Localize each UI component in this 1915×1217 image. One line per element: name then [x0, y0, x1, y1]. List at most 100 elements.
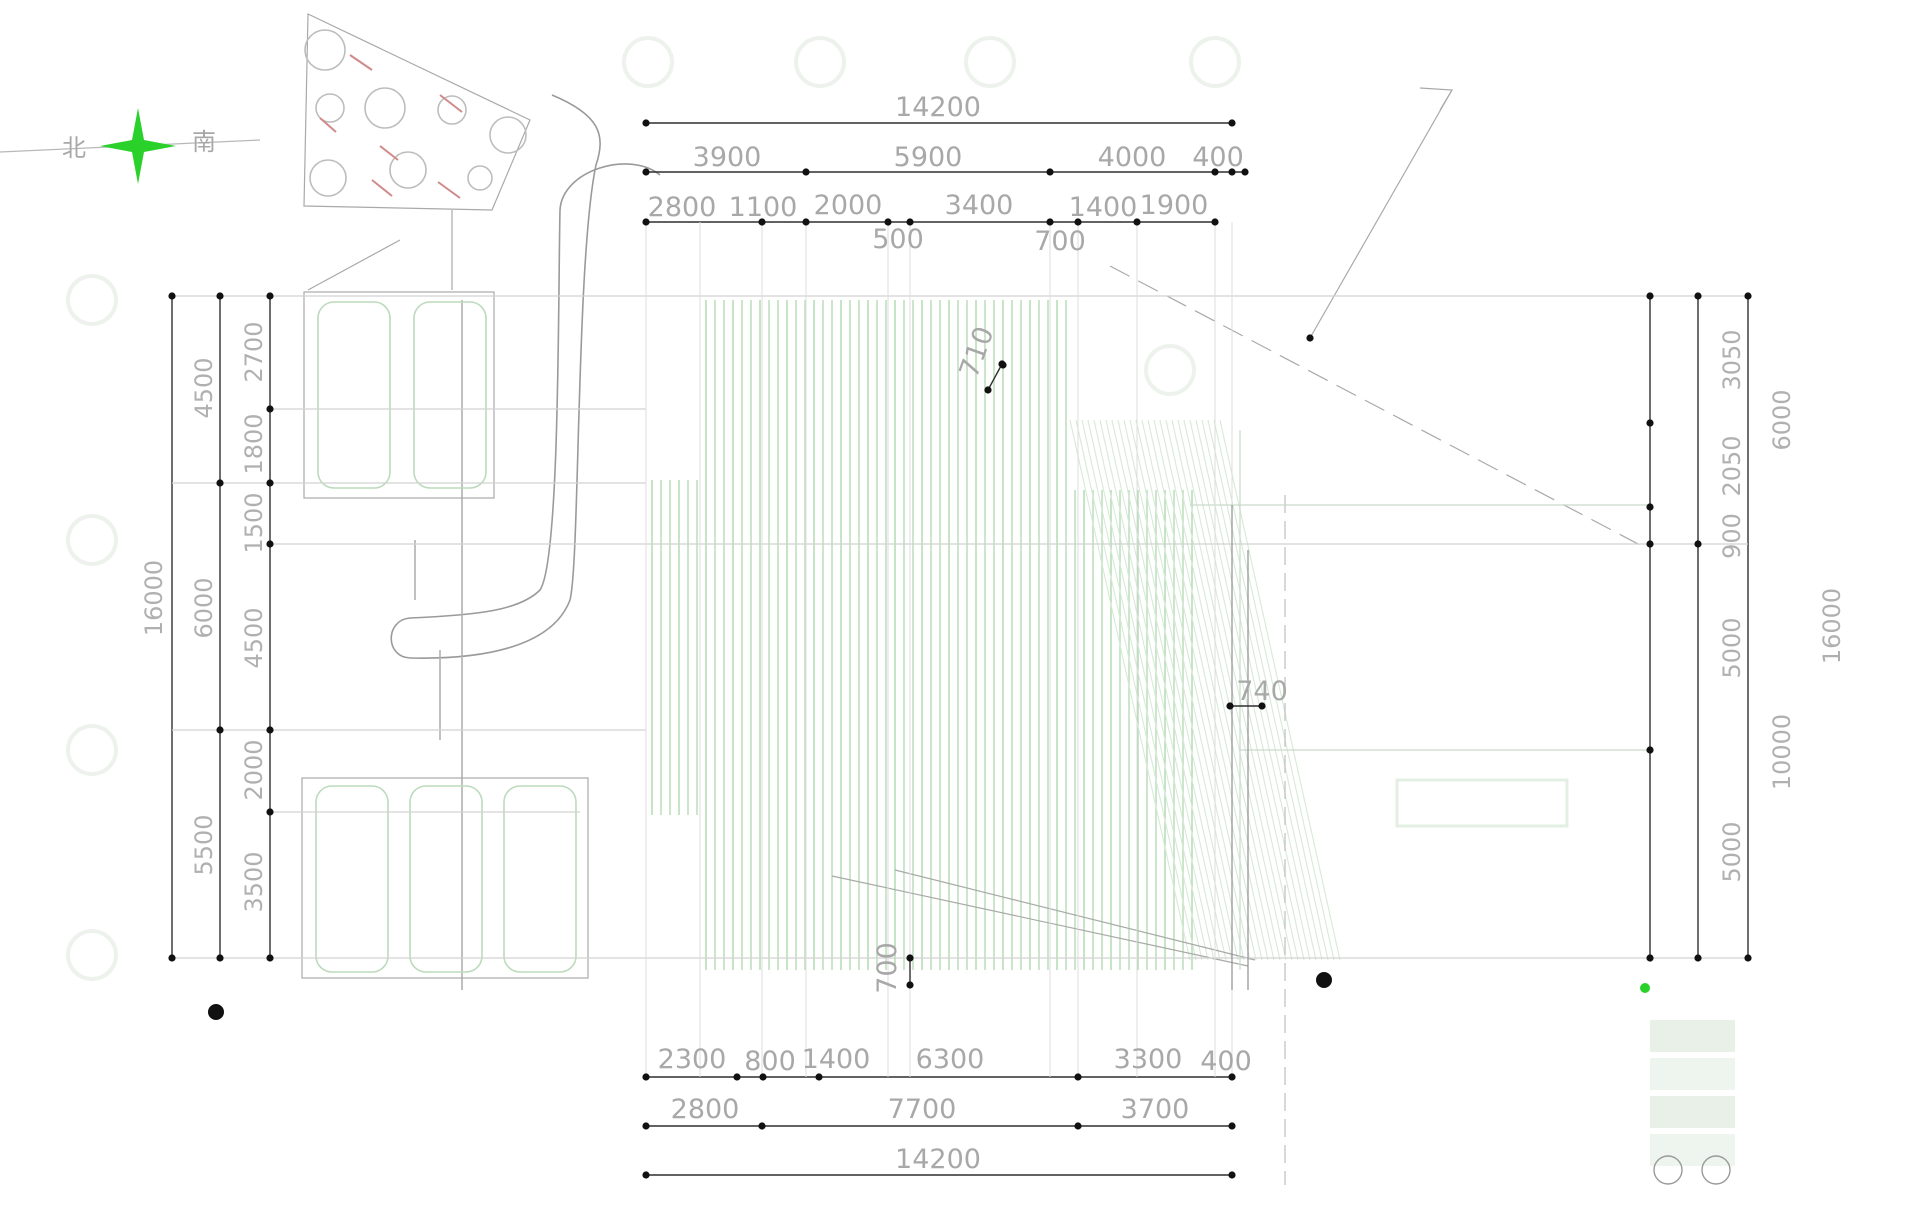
dimension-line [987, 363, 1003, 391]
top-dim-4: 400 [1192, 142, 1244, 173]
dimension-tick [266, 479, 274, 487]
bottom-dim-2: 800 [744, 1046, 796, 1077]
dimension-tick [266, 540, 274, 548]
dimension-tick [984, 386, 992, 394]
grid-axis-bubbles [66, 36, 1241, 981]
left-subdim-3: 1500 [240, 492, 268, 553]
left-subdim-6: 3500 [240, 851, 268, 912]
right-subdim-5: 5000 [1718, 821, 1746, 882]
interior-dim-700: 700 [872, 942, 903, 994]
left-subdim-1: 2700 [240, 321, 268, 382]
top-subdim-3: 2000 [814, 190, 883, 221]
dimension-tick [1228, 168, 1236, 176]
right-subdim-2: 2050 [1718, 435, 1746, 496]
hatch-diagonal-line [1117, 419, 1239, 961]
svg-text:南: 南 [192, 128, 216, 156]
dimension-tick [1258, 702, 1266, 710]
hatch-diagonal-line [1087, 419, 1209, 961]
dimension-tick [815, 1073, 823, 1081]
bottom-dim-6: 400 [1200, 1046, 1252, 1077]
left-subdim-5: 2000 [240, 739, 268, 800]
svg-text:北: 北 [62, 134, 86, 162]
hatch-diagonal-line [1105, 419, 1227, 961]
top-subdim-1: 2800 [648, 192, 717, 223]
bottom-dim-4: 6300 [916, 1044, 985, 1075]
right-subdim-3: 900 [1718, 513, 1746, 559]
dimension-tick [642, 218, 650, 226]
right-dim-2: 10000 [1768, 714, 1796, 790]
dimension-tick [1744, 954, 1752, 962]
dimension-tick [906, 954, 914, 962]
left-dim-3: 5500 [190, 814, 218, 875]
building-hatch-zone [651, 300, 1341, 970]
bottom-dimensions: 2300 800 1400 6300 3300 400 2800 7700 37… [658, 1044, 1252, 1175]
dimension-tick [1228, 119, 1236, 127]
left-overall-dim: 16000 [140, 560, 168, 636]
dimension-tick [216, 292, 224, 300]
dimension-tick [1133, 218, 1141, 226]
dimension-tick [1744, 292, 1752, 300]
dimension-tick [1211, 168, 1219, 176]
right-dimensions: 3050 2050 900 5000 5000 6000 10000 16000 [1718, 329, 1846, 882]
hatch-diagonal-line [1177, 419, 1299, 961]
top-subdim-5: 1400 [1069, 192, 1138, 223]
section-lines [831, 87, 1650, 1185]
dimension-tick [1228, 1171, 1236, 1179]
dimension-dots [168, 119, 1752, 1179]
right-overall-dim: 16000 [1818, 588, 1846, 664]
hatch-diagonal-line [1195, 419, 1317, 961]
top-detail-dim-2: 700 [1034, 226, 1086, 257]
dimension-tick [759, 1073, 767, 1081]
dimension-tick [906, 981, 914, 989]
right-dim-1: 6000 [1768, 389, 1796, 450]
bottom-dim-3: 1400 [802, 1044, 871, 1075]
dimension-tick [1646, 746, 1654, 754]
hatch-diagonal-line [1129, 419, 1251, 961]
dimension-tick [884, 218, 892, 226]
dimension-tick [1211, 218, 1219, 226]
dimension-tick [1241, 168, 1249, 176]
dimension-tick [802, 218, 810, 226]
hatch-diagonal-line [1183, 419, 1305, 961]
dimension-tick [1646, 419, 1654, 427]
hatch-diagonal-line [1093, 419, 1215, 961]
top-subdim-2: 1100 [729, 192, 798, 223]
dimension-tick [216, 479, 224, 487]
top-dimensions: 14200 3900 5900 4000 400 2800 1100 2000 … [648, 92, 1244, 257]
dimension-tick [1228, 1073, 1236, 1081]
hatch-diagonal-line [1201, 419, 1323, 961]
dimension-tick [1074, 218, 1082, 226]
dimension-tick [216, 954, 224, 962]
elevation-markers [208, 972, 1650, 1020]
right-subdim-4: 5000 [1718, 617, 1746, 678]
dimension-tick [1046, 218, 1054, 226]
dimension-tick [999, 361, 1007, 369]
dimension-tick [642, 1073, 650, 1081]
hatch-diagonal-line [1123, 419, 1245, 961]
hatch-diagonal-line [1153, 419, 1275, 961]
dimension-tick [642, 1122, 650, 1130]
hatch-diagonal-line [1159, 419, 1281, 961]
dimension-tick [168, 954, 176, 962]
dimension-tick [1646, 292, 1654, 300]
bottom-dim-1: 2300 [658, 1044, 727, 1075]
dimension-tick [906, 218, 914, 226]
dimension-tick [1646, 954, 1654, 962]
hatch-diagonal-line [1081, 419, 1203, 961]
top-detail-dim-1: 500 [872, 224, 924, 255]
dimension-tick [266, 808, 274, 816]
dimension-tick [216, 726, 224, 734]
hatch-diagonal-line [1165, 419, 1287, 961]
dimension-tick [1046, 168, 1054, 176]
bottom-dim-5: 3300 [1114, 1044, 1183, 1075]
dimension-tick [733, 1073, 741, 1081]
left-dimensions: 16000 4500 6000 5500 2700 1800 1500 4500… [140, 321, 268, 912]
left-subdim-2: 1800 [240, 413, 268, 474]
north-arrow-compass-icon: 北 南 [0, 108, 261, 184]
dimension-tick [758, 218, 766, 226]
dimension-tick [642, 1171, 650, 1179]
dimension-tick [1074, 1073, 1082, 1081]
right-subdim-1: 3050 [1718, 329, 1746, 390]
hatch-diagonal-line [1111, 419, 1233, 961]
